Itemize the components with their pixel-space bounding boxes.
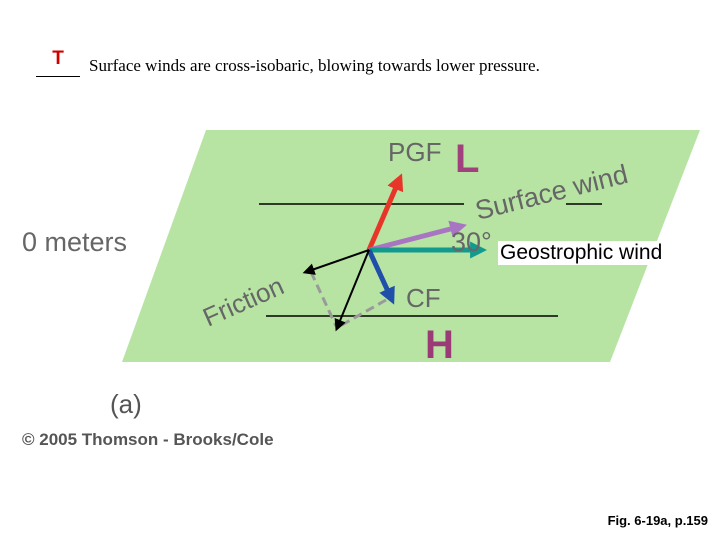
pgf-arrow — [366, 173, 404, 251]
cf-dashed-line — [339, 298, 387, 328]
question-row: T Surface winds are cross-isobaric, blow… — [36, 48, 716, 78]
figure-caption: Fig. 6-19a, p.159 — [607, 513, 708, 528]
copyright-label: © 2005 Thomson - Brooks/Cole — [22, 430, 274, 449]
geostrophic-wind-label: Geostrophic wind — [498, 241, 665, 265]
answer-blank — [36, 50, 80, 77]
angle-label: 30° — [451, 227, 492, 257]
friction-cf-resultant-arrow — [334, 249, 370, 332]
question-text: Surface winds are cross-isobaric, blowin… — [89, 56, 540, 75]
friction-dashed-line — [309, 271, 338, 327]
level-label: 0 meters — [22, 227, 127, 257]
pgf-label: PGF — [388, 137, 441, 167]
panel-label: (a) — [110, 389, 142, 419]
answer-text: T — [52, 48, 64, 69]
cf-label: CF — [406, 283, 441, 313]
surface-wind-arrow — [368, 220, 467, 253]
pressure-plane — [122, 130, 700, 362]
friction-arrow — [302, 249, 370, 275]
low-pressure-label: L — [455, 137, 479, 181]
high-pressure-label: H — [425, 323, 454, 367]
cf-arrow — [366, 248, 395, 305]
